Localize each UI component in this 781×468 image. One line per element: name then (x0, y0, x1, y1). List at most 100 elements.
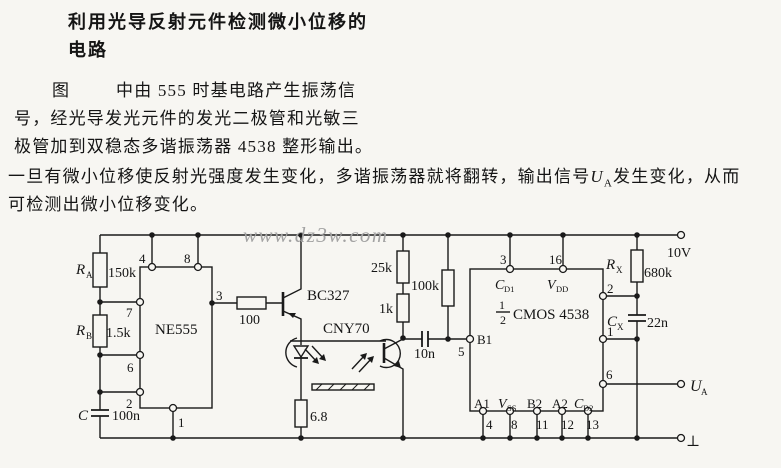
resistor-68 (294, 399, 308, 428)
junction-dot (560, 232, 566, 238)
resistor-100k (441, 269, 455, 307)
pin-circle (505, 406, 515, 416)
junction-dot (585, 435, 591, 441)
ic4538-pin4: 4 (486, 417, 493, 432)
ic4538-pin-wires (482, 235, 677, 438)
ic4538-pin1: 1 (607, 324, 614, 339)
pin-circle (532, 406, 542, 416)
ic4538-pin5: 5 (458, 344, 465, 359)
junction-dot (507, 232, 513, 238)
pin-circle (583, 406, 593, 416)
junction-dot (634, 435, 640, 441)
phototransistor-circle (379, 338, 401, 369)
label-cx-value: 22n (647, 316, 668, 331)
label-rx-value: 680k (644, 266, 672, 281)
ne555-pin-wires (100, 235, 283, 438)
ic4538-half-numerator: 1 (499, 298, 505, 312)
paragraph1-line1: 中由 555 时基电路产生振荡信 (116, 81, 357, 100)
ic4538-pin2: 2 (607, 281, 614, 296)
ic4538-half-denominator: 2 (500, 313, 506, 327)
ic-ne555-box (139, 266, 213, 409)
bias-branch-wires (402, 235, 449, 339)
junction-dot (634, 232, 640, 238)
terminal-ua (676, 379, 686, 389)
signal-symbol-u: U (590, 167, 604, 186)
reflection-arrowhead-1 (360, 353, 367, 360)
paragraph2-line1-post: 发生变化，从而 (613, 167, 741, 186)
bc327-pnp-arrow (288, 313, 296, 318)
junction-dot (507, 435, 513, 441)
junction-dot (298, 232, 304, 238)
label-ra-value: 150k (108, 266, 136, 281)
ic4538-pin16: 16 (549, 252, 563, 267)
junction-dot (97, 389, 103, 395)
label-rb-symbol: R (75, 323, 85, 339)
label-cny70: CNY70 (323, 321, 370, 337)
pin-circle (598, 334, 608, 344)
pin-circles (135, 230, 686, 443)
resistor-25k (396, 250, 410, 284)
ne555-pin8: 8 (184, 251, 191, 266)
junction-dot (400, 335, 406, 341)
ne555-pin7: 7 (126, 305, 133, 320)
article-title-line2: 电路 (68, 40, 108, 60)
pin-circle (558, 264, 568, 274)
junction-dot (634, 293, 640, 299)
junction-dot (298, 435, 304, 441)
label-c1-symbol: C (78, 408, 89, 424)
ground-symbol: ⊥ (686, 434, 700, 450)
paragraph1-line2: 号，经光导发光元件的发光二极管和光敏三 (14, 109, 360, 128)
ic4538-pin12: 12 (561, 417, 574, 432)
resistor-ra (92, 252, 108, 288)
signal-symbol-sub: A (603, 177, 614, 190)
label-c1-value: 100n (112, 409, 140, 424)
reflective-target-hatch (315, 383, 371, 391)
ic4538-cd1-subscript: D1 (504, 284, 514, 294)
junction-dot (97, 299, 103, 305)
emission-arrowhead-1 (312, 357, 319, 364)
junction-dot (400, 232, 406, 238)
ne555-pin4: 4 (139, 251, 146, 266)
ic4538-b1: B1 (477, 332, 492, 347)
pin-circle (557, 406, 567, 416)
pin-circle (505, 264, 515, 274)
ic4538-b2: B2 (527, 396, 542, 411)
paragraph1-lead: 图 (52, 81, 71, 100)
pin-circle (135, 350, 145, 360)
label-cx-subscript: X (617, 322, 624, 332)
ic4538-pin3: 3 (500, 252, 507, 267)
paragraph2-line2: 可检测出微小位移变化。 (8, 195, 209, 214)
ic4538-pin8: 8 (511, 417, 518, 432)
junction-dot (559, 435, 565, 441)
ic4538-cd1-symbol: C (495, 278, 505, 293)
ic4538-a2: A2 (552, 396, 568, 411)
junction-dot (170, 435, 176, 441)
phototransistor-emitter (383, 357, 404, 438)
junction-dot (195, 232, 201, 238)
label-rx-symbol: R (605, 257, 615, 273)
label-r68: 6.8 (310, 410, 328, 425)
capacitor-cx-plates (628, 314, 646, 322)
label-ra-subscript: A (86, 270, 93, 280)
label-r100k: 100k (411, 279, 439, 294)
resistor-1k (396, 293, 410, 323)
paragraph2-line1-pre: 一旦有微小位移使反射光强度发生变化，多谐振荡器就将翻转，输出信号 (8, 167, 591, 186)
pin-circle (193, 262, 203, 272)
junction-dot (445, 232, 451, 238)
ic4538-vss-symbol: V (498, 397, 508, 412)
ne555-pin2: 2 (126, 396, 133, 411)
ic4538-name: CMOS 4538 (513, 307, 589, 323)
paragraph2-line1: 一旦有微小位移使反射光强度发生变化，多谐振荡器就将翻转，输出信号UA发生变化，从… (8, 162, 740, 189)
label-c10n: 10n (414, 347, 435, 362)
ic4538-vdd-symbol: V (547, 278, 557, 293)
label-r25k: 25k (371, 261, 392, 276)
label-cx-symbol: C (607, 314, 618, 330)
label-rb-value: 1.5k (106, 326, 131, 341)
pin-circle (598, 291, 608, 301)
label-bc327: BC327 (307, 288, 350, 304)
resistor-rb (92, 314, 108, 348)
label-supply-10v: 10V (667, 246, 691, 261)
junction-dot (480, 435, 486, 441)
junction-dots (97, 232, 640, 441)
